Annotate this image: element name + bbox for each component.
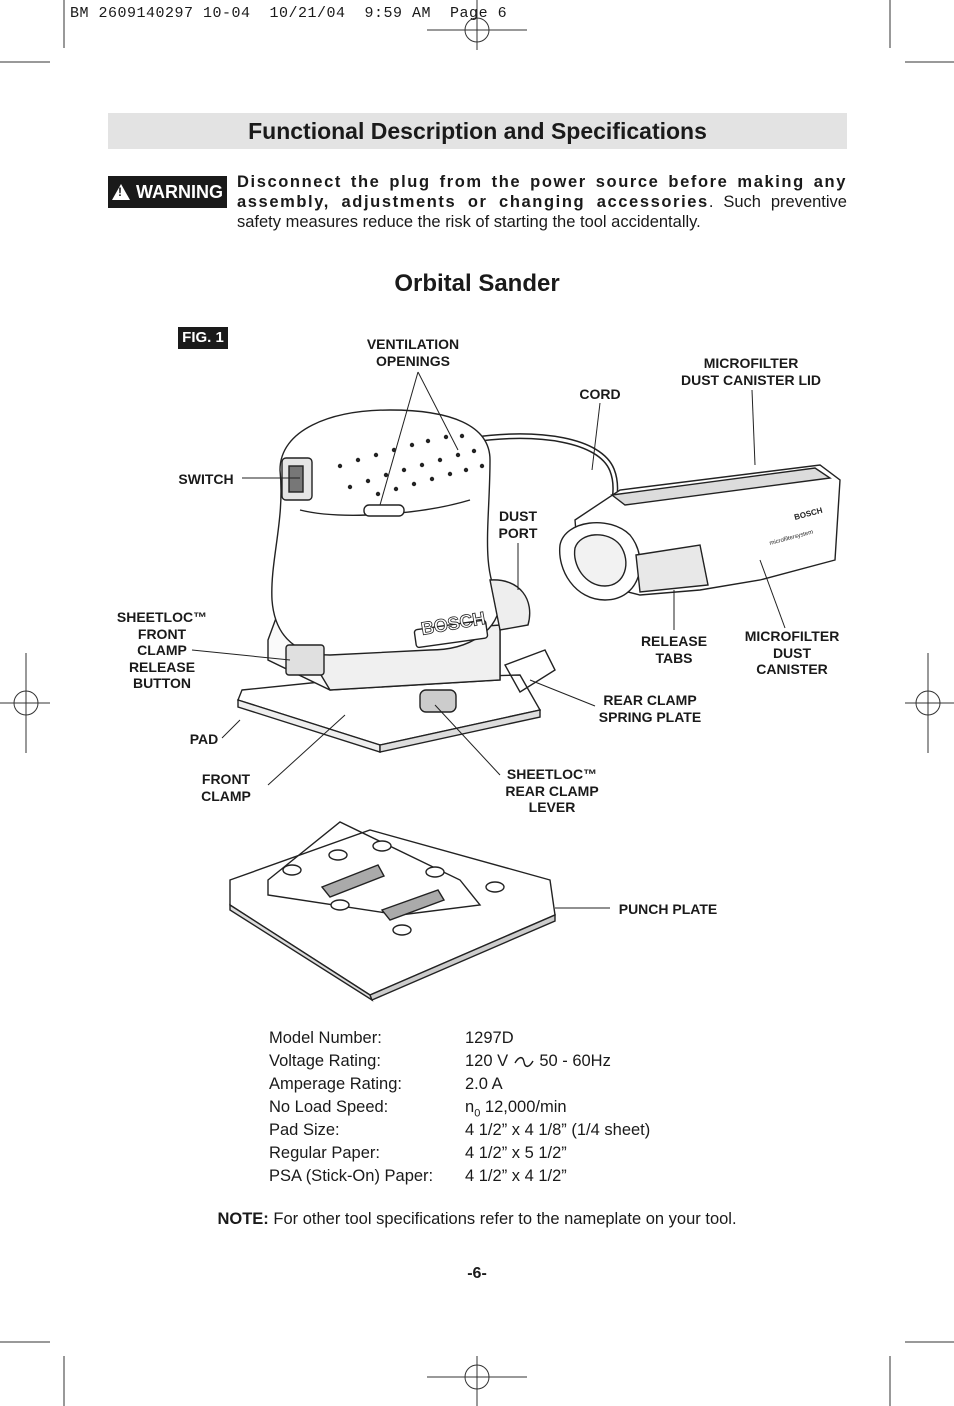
warning-badge-label: WARNING [136, 181, 223, 202]
spec-row: Model Number:1297D [269, 1029, 514, 1047]
canister-drawing [559, 464, 841, 601]
sander-drawing [237, 409, 619, 753]
warning-text: . Such preventive safety measures reduce… [237, 193, 847, 231]
page-title: Functional Description and Specification… [248, 118, 707, 144]
spec-row: Amperage Rating:2.0 A [269, 1075, 503, 1093]
punch-plate-drawing [229, 821, 556, 1002]
warning-paragraph: Disconnect the plug from the power sourc… [108, 172, 847, 232]
label-switch: SWITCH [178, 471, 234, 487]
warning-icon [112, 184, 130, 200]
print-slug: BM 2609140297 10-04 10/21/04 9:59 AM Pag… [70, 5, 508, 22]
label-pad: PAD [189, 731, 219, 747]
section-title: Orbital Sander [394, 270, 560, 297]
section-header: Functional Description and Specification… [108, 113, 847, 149]
label-cord: CORD [579, 386, 621, 402]
fig-label: FIG. 1 [178, 327, 228, 349]
leader-lines [191, 371, 786, 909]
vent-dots [337, 433, 485, 497]
spec-row: Voltage Rating: 120 V 50 - 60Hz [269, 1052, 611, 1070]
specifications-table: Model Number:1297D Voltage Rating: 120 V… [269, 1029, 650, 1190]
spec-row: Pad Size:4 1/2” x 4 1/8” (1/4 sheet) [269, 1121, 651, 1139]
warning-badge: WARNING [108, 176, 227, 208]
ac-symbol-icon [514, 1056, 534, 1068]
spec-row: Regular Paper:4 1/2” x 5 1/2” [269, 1144, 567, 1162]
warning-bold-text: Disconnect the plug from the power sourc… [237, 173, 847, 211]
note: NOTE: For other tool specifications refe… [217, 1210, 737, 1228]
label-punch-plate: PUNCH PLATE [618, 901, 718, 917]
spec-row: No Load Speed: n0 12,000/min [269, 1098, 567, 1120]
page-number: -6- [467, 1265, 487, 1282]
spec-row: PSA (Stick-On) Paper:4 1/2” x 4 1/2” [269, 1167, 567, 1185]
